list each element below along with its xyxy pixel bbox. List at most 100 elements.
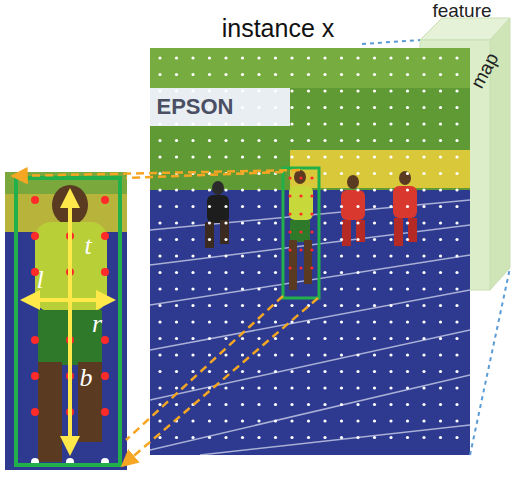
anchor-dot (257, 122, 260, 125)
anchor-dot (257, 254, 260, 257)
anchor-dot (389, 436, 392, 439)
anchor-dot (241, 386, 244, 389)
anchor-dot (356, 188, 359, 191)
anchor-dot (406, 271, 409, 274)
anchor-dot (241, 139, 244, 142)
anchor-dot (257, 73, 260, 76)
anchor-dot (422, 155, 425, 158)
anchor-dot (224, 337, 227, 340)
anchor-dot (356, 419, 359, 422)
positive-dot (299, 266, 302, 269)
anchor-dot (422, 353, 425, 356)
anchor-dot (406, 353, 409, 356)
anchor-dot (389, 370, 392, 373)
anchor-dot (422, 221, 425, 224)
anchor-dot (373, 254, 376, 257)
anchor-dot (191, 188, 194, 191)
anchor-dot (241, 320, 244, 323)
anchor-dot (224, 254, 227, 257)
projection-line (12, 170, 318, 466)
anchor-dot (389, 419, 392, 422)
anchor-dot (406, 155, 409, 158)
anchor-dot (439, 106, 442, 109)
anchor-dot (208, 271, 211, 274)
anchor-dot (373, 238, 376, 241)
positive-dot (299, 176, 302, 179)
anchor-dot (340, 287, 343, 290)
anchor-dot (389, 386, 392, 389)
anchor-dot (191, 238, 194, 241)
anchor-dot (241, 403, 244, 406)
anchor-dot (307, 403, 310, 406)
anchor-dot (307, 436, 310, 439)
anchor-dot (158, 304, 161, 307)
anchor-dot (257, 287, 260, 290)
distance-label: b (80, 365, 93, 391)
anchor-dot (274, 139, 277, 142)
anchor-dot (175, 238, 178, 241)
anchor-dot (373, 172, 376, 175)
anchor-dot (290, 122, 293, 125)
anchor-dot (290, 73, 293, 76)
anchor-dot (274, 419, 277, 422)
anchor-dot (439, 287, 442, 290)
anchor-dot (257, 353, 260, 356)
distance-label: t (84, 233, 91, 259)
anchor-dot (389, 106, 392, 109)
anchor-dot (158, 238, 161, 241)
positive-dot (288, 176, 291, 179)
anchor-dot (373, 139, 376, 142)
anchor-dot (290, 403, 293, 406)
positive-dot (310, 266, 313, 269)
anchor-dot (340, 56, 343, 59)
anchor-dot (208, 139, 211, 142)
anchor-dot (356, 238, 359, 241)
positive-dot (299, 230, 302, 233)
anchor-dot (31, 196, 39, 204)
positive-dot (288, 230, 291, 233)
distance-label: l (36, 267, 43, 293)
anchor-dot (340, 403, 343, 406)
anchor-dot (274, 238, 277, 241)
anchor-dot (373, 188, 376, 191)
anchor-dot (307, 122, 310, 125)
anchor-dot (158, 89, 161, 92)
anchor-dot (208, 89, 211, 92)
anchor-dot (373, 205, 376, 208)
anchor-dot (406, 73, 409, 76)
anchor-dot (422, 238, 425, 241)
anchor-dot (439, 271, 442, 274)
anchor-dot (191, 337, 194, 340)
anchor-dot (455, 403, 458, 406)
anchor-dot (323, 89, 326, 92)
anchor-dot (158, 122, 161, 125)
anchor-dot (389, 172, 392, 175)
anchor-dot (274, 73, 277, 76)
anchor-dot (208, 155, 211, 158)
anchor-dot (389, 139, 392, 142)
anchor-dot (439, 337, 442, 340)
anchor-dot (241, 205, 244, 208)
anchor-dot (208, 403, 211, 406)
anchor-dot (439, 254, 442, 257)
anchor-dot (373, 56, 376, 59)
anchor-dot (455, 73, 458, 76)
anchor-dot (101, 196, 109, 204)
anchor-dot (439, 353, 442, 356)
anchor-dot (439, 419, 442, 422)
anchor-dot (290, 436, 293, 439)
anchor-dot (158, 287, 161, 290)
anchor-dot (290, 353, 293, 356)
anchor-dot (340, 221, 343, 224)
anchor-dot (340, 304, 343, 307)
anchor-dot (439, 188, 442, 191)
anchor-dot (323, 436, 326, 439)
anchor-dot (406, 419, 409, 422)
anchor-dot (356, 89, 359, 92)
anchor-dot (175, 205, 178, 208)
anchor-dot (257, 304, 260, 307)
anchor-dot (224, 205, 227, 208)
anchor-dot (323, 106, 326, 109)
anchor-dot (241, 106, 244, 109)
anchor-dot (373, 73, 376, 76)
